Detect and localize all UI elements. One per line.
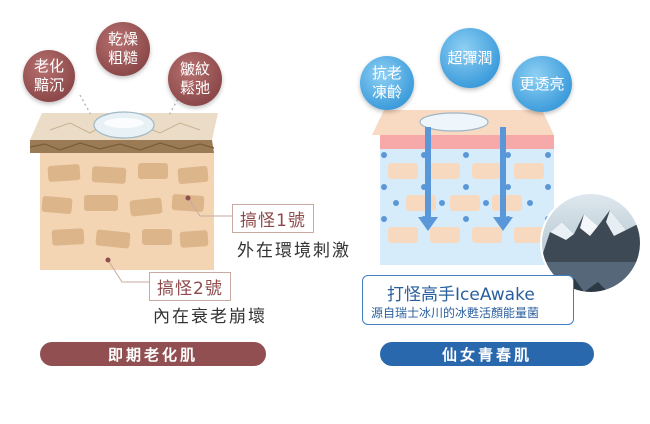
aging-bubble-dryness-line2: 粗糙 [107,49,138,67]
aging-bubble-dullness-line2: 黯沉 [33,76,64,94]
aging-skin-illustration [30,95,218,270]
young-bubble-antiaging-line1: 抗老 [371,64,402,82]
iceawake-subtitle: 源自瑞士冰川的冰甦活顏能量菌 [371,306,540,320]
young-skin-label: 仙女青春肌 [380,342,594,366]
aging-skin-label: 即期老化肌 [40,342,266,366]
callout-caption-2: 內在衰老崩壞 [153,307,267,327]
young-bubble-antiaging-line2: 凍齡 [371,83,402,101]
penetration-arrows [418,127,513,231]
young-bubble-antiaging: 抗老凍齡 [360,56,414,110]
aging-bubble-wrinkles: 皺紋鬆弛 [168,52,222,106]
callout-tag-1: 搞怪1號 [232,204,314,233]
young-pore-drop [419,112,489,132]
young-skin-illustration [372,110,554,265]
callout-connectors [105,195,232,283]
aging-bubble-wrinkles-line2: 鬆弛 [179,79,210,97]
young-bubble-radiant-line1: 更透亮 [519,74,565,93]
aging-bubble-dullness: 老化黯沉 [23,50,75,102]
aging-skin-surface-layer [30,140,214,153]
young-bubble-radiant: 更透亮 [512,56,572,112]
callout-caption-1: 外在環境刺激 [237,241,351,261]
young-skin-surface-layer [380,135,554,149]
young-bubble-elastic: 超彈潤 [440,28,500,88]
aging-bubble-dryness: 乾燥粗糙 [96,22,150,76]
aging-bubble-dullness-line1: 老化 [33,57,64,75]
iceawake-info-card: 打怪高手IceAwake 源自瑞士冰川的冰甦活顏能量菌 [362,275,574,325]
aging-bubble-wrinkles-line1: 皺紋 [179,60,210,78]
callout-tag-2: 搞怪2號 [149,272,231,301]
iceawake-title: 打怪高手IceAwake [387,285,535,305]
aging-bubble-dryness-line1: 乾燥 [107,30,138,48]
young-bubble-elastic-line1: 超彈潤 [447,48,493,67]
